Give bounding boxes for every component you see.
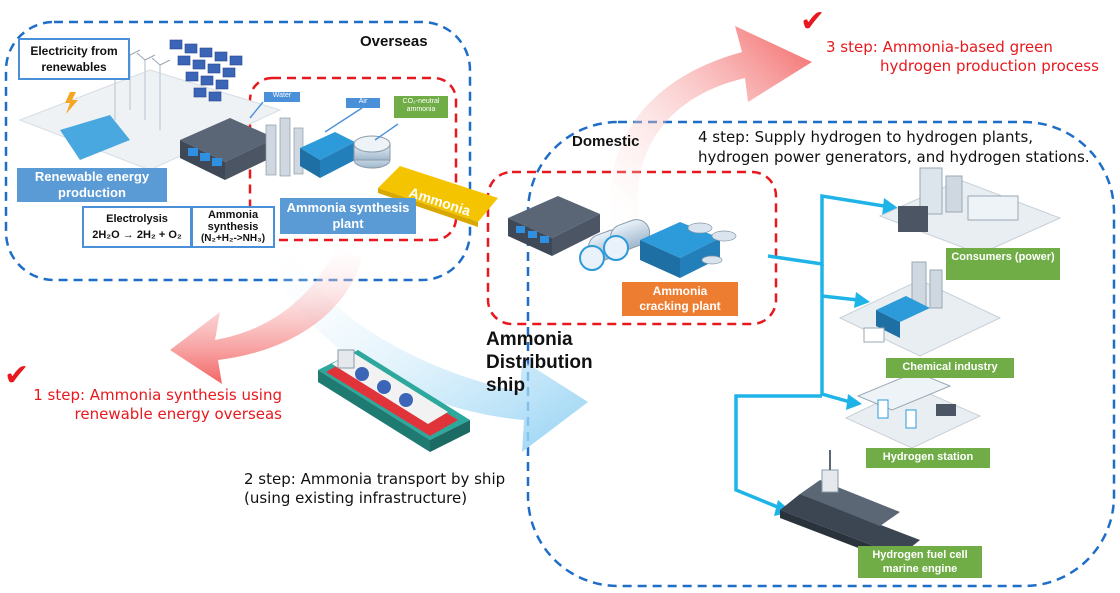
co2-tag: CO₂-neutral ammonia <box>394 96 448 118</box>
step1-arrow <box>170 246 362 384</box>
synthesis-formula: (N₂+H₂->NH₃) <box>200 233 266 244</box>
chemical-plant-graphic <box>838 261 1002 357</box>
step3-arrow <box>609 26 812 228</box>
step2-line2: (using existing infrastructure) <box>244 489 468 507</box>
marine-engine-label: Hydrogen fuel cell marine engine <box>858 546 982 578</box>
step4-line2: hydrogen power generators, and hydrogen … <box>698 148 1090 166</box>
air-tag: Air <box>346 98 380 108</box>
overseas-region-border <box>4 20 472 282</box>
step3-line2: hydrogen production process <box>880 57 1099 75</box>
step1-text: 1 step: Ammonia synthesis using renewabl… <box>33 386 282 423</box>
electrolysis-title: Electrolysis <box>106 213 168 225</box>
chemical-industry-label: Chemical industry <box>886 358 1014 378</box>
ammonia-pipe <box>378 166 498 222</box>
cracking-plant-label: Ammonia cracking plant <box>622 282 738 316</box>
synthesis-callout: Ammonia synthesis (N₂+H₂->NH₃) <box>191 206 275 248</box>
electricity-callout: Electricity from renewables <box>18 38 130 80</box>
domestic-region-border <box>526 120 1116 588</box>
check-icon-step1: ✔ <box>4 358 30 393</box>
step3-line1: 3 step: Ammonia-based green <box>826 38 1053 56</box>
electrolysis-formula: 2H₂O → 2H₂ + O₂ <box>92 229 182 241</box>
tanker-ship <box>318 349 470 452</box>
electrolysis-callout: Electrolysis 2H₂O → 2H₂ + O₂ <box>82 206 192 248</box>
step4-line1: 4 step: Supply hydrogen to hydrogen plan… <box>698 128 1034 146</box>
power-plant-graphic <box>878 167 1062 255</box>
hydrogen-station-label: Hydrogen station <box>866 448 990 468</box>
domestic-title: Domestic <box>572 133 640 150</box>
synthesis-title: Ammonia synthesis <box>207 209 259 233</box>
lightning-icon <box>65 92 78 114</box>
synthesis-plant-label: Ammonia synthesis plant <box>280 198 416 234</box>
water-tag: Water <box>264 92 300 102</box>
shipping-arrow <box>270 250 588 452</box>
overseas-title: Overseas <box>360 33 428 50</box>
renewable-energy-label: Renewable energy production <box>17 168 167 202</box>
check-icon-step3: ✔ <box>800 4 826 39</box>
consumers-power-label: Consumers (power) <box>946 248 1060 280</box>
step2-line1: 2 step: Ammonia transport by ship <box>244 470 506 488</box>
hydrogen-station-graphic <box>844 371 982 449</box>
ship-label: Ammonia Distribution ship <box>486 329 593 396</box>
